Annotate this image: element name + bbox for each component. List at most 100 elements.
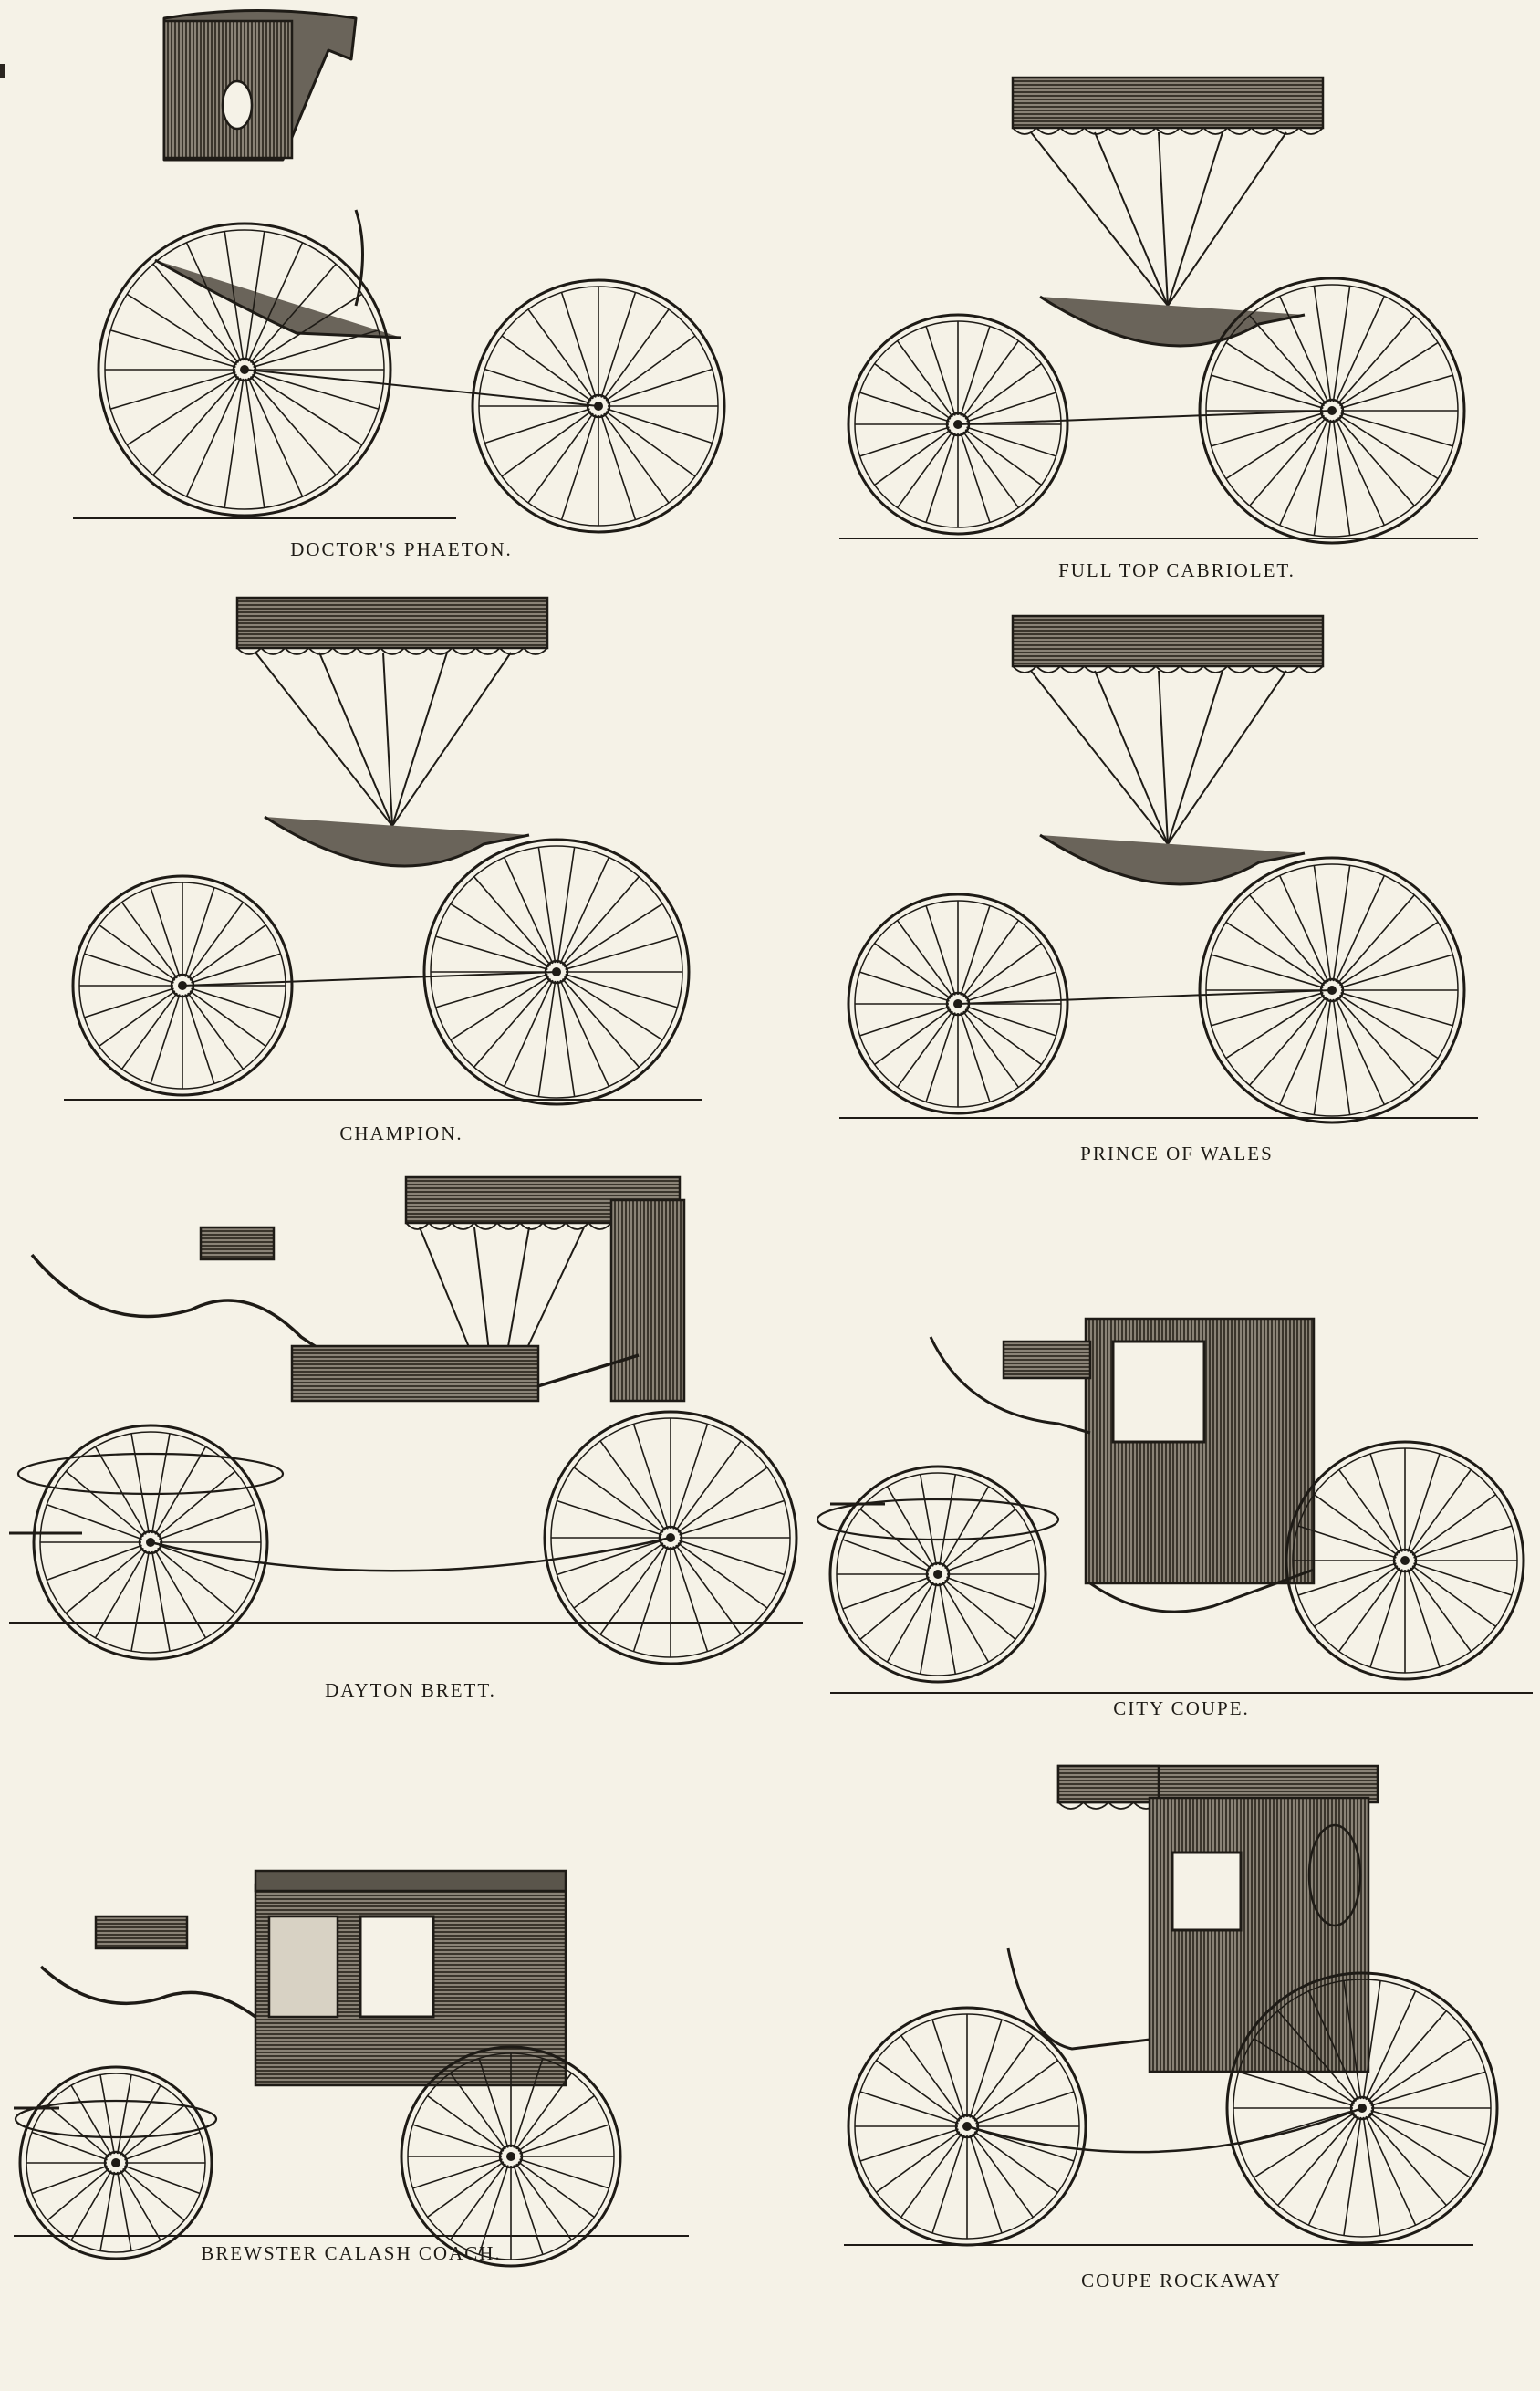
- canopy-pillar: [255, 652, 393, 827]
- canopy-pillar: [1167, 670, 1287, 845]
- wheel-spoke: [99, 990, 176, 1048]
- wheel-spoke: [1277, 2010, 1358, 2102]
- wheel-spoke: [249, 263, 337, 363]
- wheel-spoke: [122, 2167, 185, 2221]
- wheel-spoke: [435, 935, 548, 970]
- wheel-spoke: [675, 1440, 742, 1531]
- wheel-hub: [586, 393, 611, 419]
- wheel-spoke: [427, 2094, 505, 2152]
- wheel-spoke: [969, 2019, 1003, 2118]
- wheel-spoke: [513, 2165, 544, 2255]
- fifth-wheel: [816, 1498, 1060, 1541]
- wheel-spoke: [247, 242, 304, 362]
- body-panel: [154, 258, 402, 339]
- wheel-spoke: [412, 2158, 503, 2189]
- canopy-pillar: [391, 652, 512, 827]
- front-wheel: [847, 313, 1069, 536]
- wheel-spoke: [960, 326, 991, 416]
- wheel-spoke: [563, 976, 663, 1041]
- wheel-spoke: [672, 1424, 709, 1530]
- wheel-spoke: [1411, 1565, 1496, 1627]
- wheel-spoke: [253, 371, 380, 410]
- wheel-rim: [828, 1465, 1047, 1684]
- wheel-spoke: [859, 2091, 959, 2125]
- wheel-spoke: [962, 920, 1020, 997]
- wheel-spoke: [896, 920, 953, 997]
- wheel-spoke: [599, 1544, 666, 1635]
- wheel-spoke: [1211, 412, 1324, 447]
- wheel-spoke: [151, 1433, 171, 1534]
- wheel-spoke: [573, 1542, 664, 1609]
- fifth-wheel: [16, 1452, 285, 1496]
- canopy-top: [235, 596, 549, 650]
- wheel-spoke: [603, 412, 670, 504]
- wheel-spoke: [47, 2167, 109, 2221]
- wheel-spoke: [1370, 2110, 1486, 2146]
- calash-back: [609, 1198, 686, 1403]
- wheel-spoke: [931, 2019, 965, 2118]
- wheel-spoke: [449, 2163, 506, 2240]
- wheel-spoke: [973, 2060, 1058, 2122]
- wheel-spoke: [557, 980, 576, 1097]
- wheel-spoke: [249, 376, 337, 476]
- wheel-hub: [658, 1525, 683, 1550]
- wheel-spoke: [931, 2135, 965, 2234]
- wheel-spoke: [859, 426, 950, 457]
- wheel-spoke: [120, 902, 178, 979]
- wheel-spoke: [942, 1582, 990, 1663]
- wheel-spoke: [1365, 2115, 1417, 2226]
- rear-wheel: [1198, 277, 1466, 545]
- wheel-spoke: [607, 368, 713, 404]
- wheel-spoke: [919, 1582, 938, 1675]
- canopy-pillar: [391, 652, 448, 827]
- wheel-axle-cap: [933, 1570, 942, 1579]
- wheel-spoke: [938, 1474, 957, 1566]
- wheel-spoke: [938, 1582, 957, 1675]
- wheel-spoke: [65, 1470, 144, 1538]
- wheel-spoke: [501, 411, 592, 477]
- wheel-spoke: [966, 971, 1056, 1002]
- wheel-spoke: [515, 2073, 573, 2150]
- wheel-spoke: [600, 292, 637, 398]
- wheel-spoke: [527, 308, 594, 400]
- oval-window: [221, 79, 254, 131]
- wheel-spoke: [31, 2131, 108, 2161]
- wheel-spoke: [251, 373, 363, 446]
- wheel-spoke: [31, 2165, 108, 2195]
- wheel-spoke: [859, 1579, 931, 1640]
- wheel-spoke: [603, 308, 670, 400]
- body-panel-shade: [290, 1344, 540, 1403]
- wheel-spoke: [70, 2084, 112, 2156]
- wheel-spoke: [599, 1440, 666, 1531]
- wheel-spoke: [1297, 1562, 1397, 1596]
- wheel-spoke: [537, 847, 557, 964]
- wheel-spoke: [1307, 1990, 1359, 2101]
- wheel-spoke: [245, 378, 265, 508]
- wheel-spoke: [99, 924, 176, 981]
- plate-city-coupe: CITY COUPE.: [816, 1296, 1533, 1725]
- wheel-spoke: [1362, 2116, 1381, 2236]
- plate-dayton-brett: DAYTON BRETT.: [9, 1173, 812, 1711]
- wheel-axle-cap: [111, 2158, 120, 2167]
- fifth-wheel: [14, 2099, 218, 2139]
- wheel-spoke: [1313, 865, 1332, 982]
- wheel-spoke: [1367, 2010, 1447, 2102]
- wheel-spoke: [679, 1499, 785, 1536]
- coupe-rockaway-illustration: [844, 1764, 1499, 2247]
- front-wheel: [847, 2006, 1087, 2247]
- wheel-spoke: [874, 429, 952, 486]
- wheel-spoke: [1249, 894, 1327, 984]
- wheel-hub: [954, 2114, 980, 2139]
- wheel-spoke: [120, 2084, 161, 2156]
- wheel-rim: [847, 2006, 1087, 2247]
- front-wheel: [18, 2065, 213, 2260]
- wheel-spoke: [1278, 997, 1329, 1105]
- rockaway-oval-light: [1307, 1823, 1362, 1927]
- dashboard: [1006, 1947, 1150, 2051]
- wheel-spoke: [1413, 1525, 1513, 1559]
- wheel-spoke: [563, 903, 663, 968]
- wheel-spoke: [966, 392, 1056, 423]
- front-wheel: [32, 1424, 269, 1661]
- wheel-spoke: [1332, 865, 1351, 982]
- wheel-rim: [400, 2045, 622, 2268]
